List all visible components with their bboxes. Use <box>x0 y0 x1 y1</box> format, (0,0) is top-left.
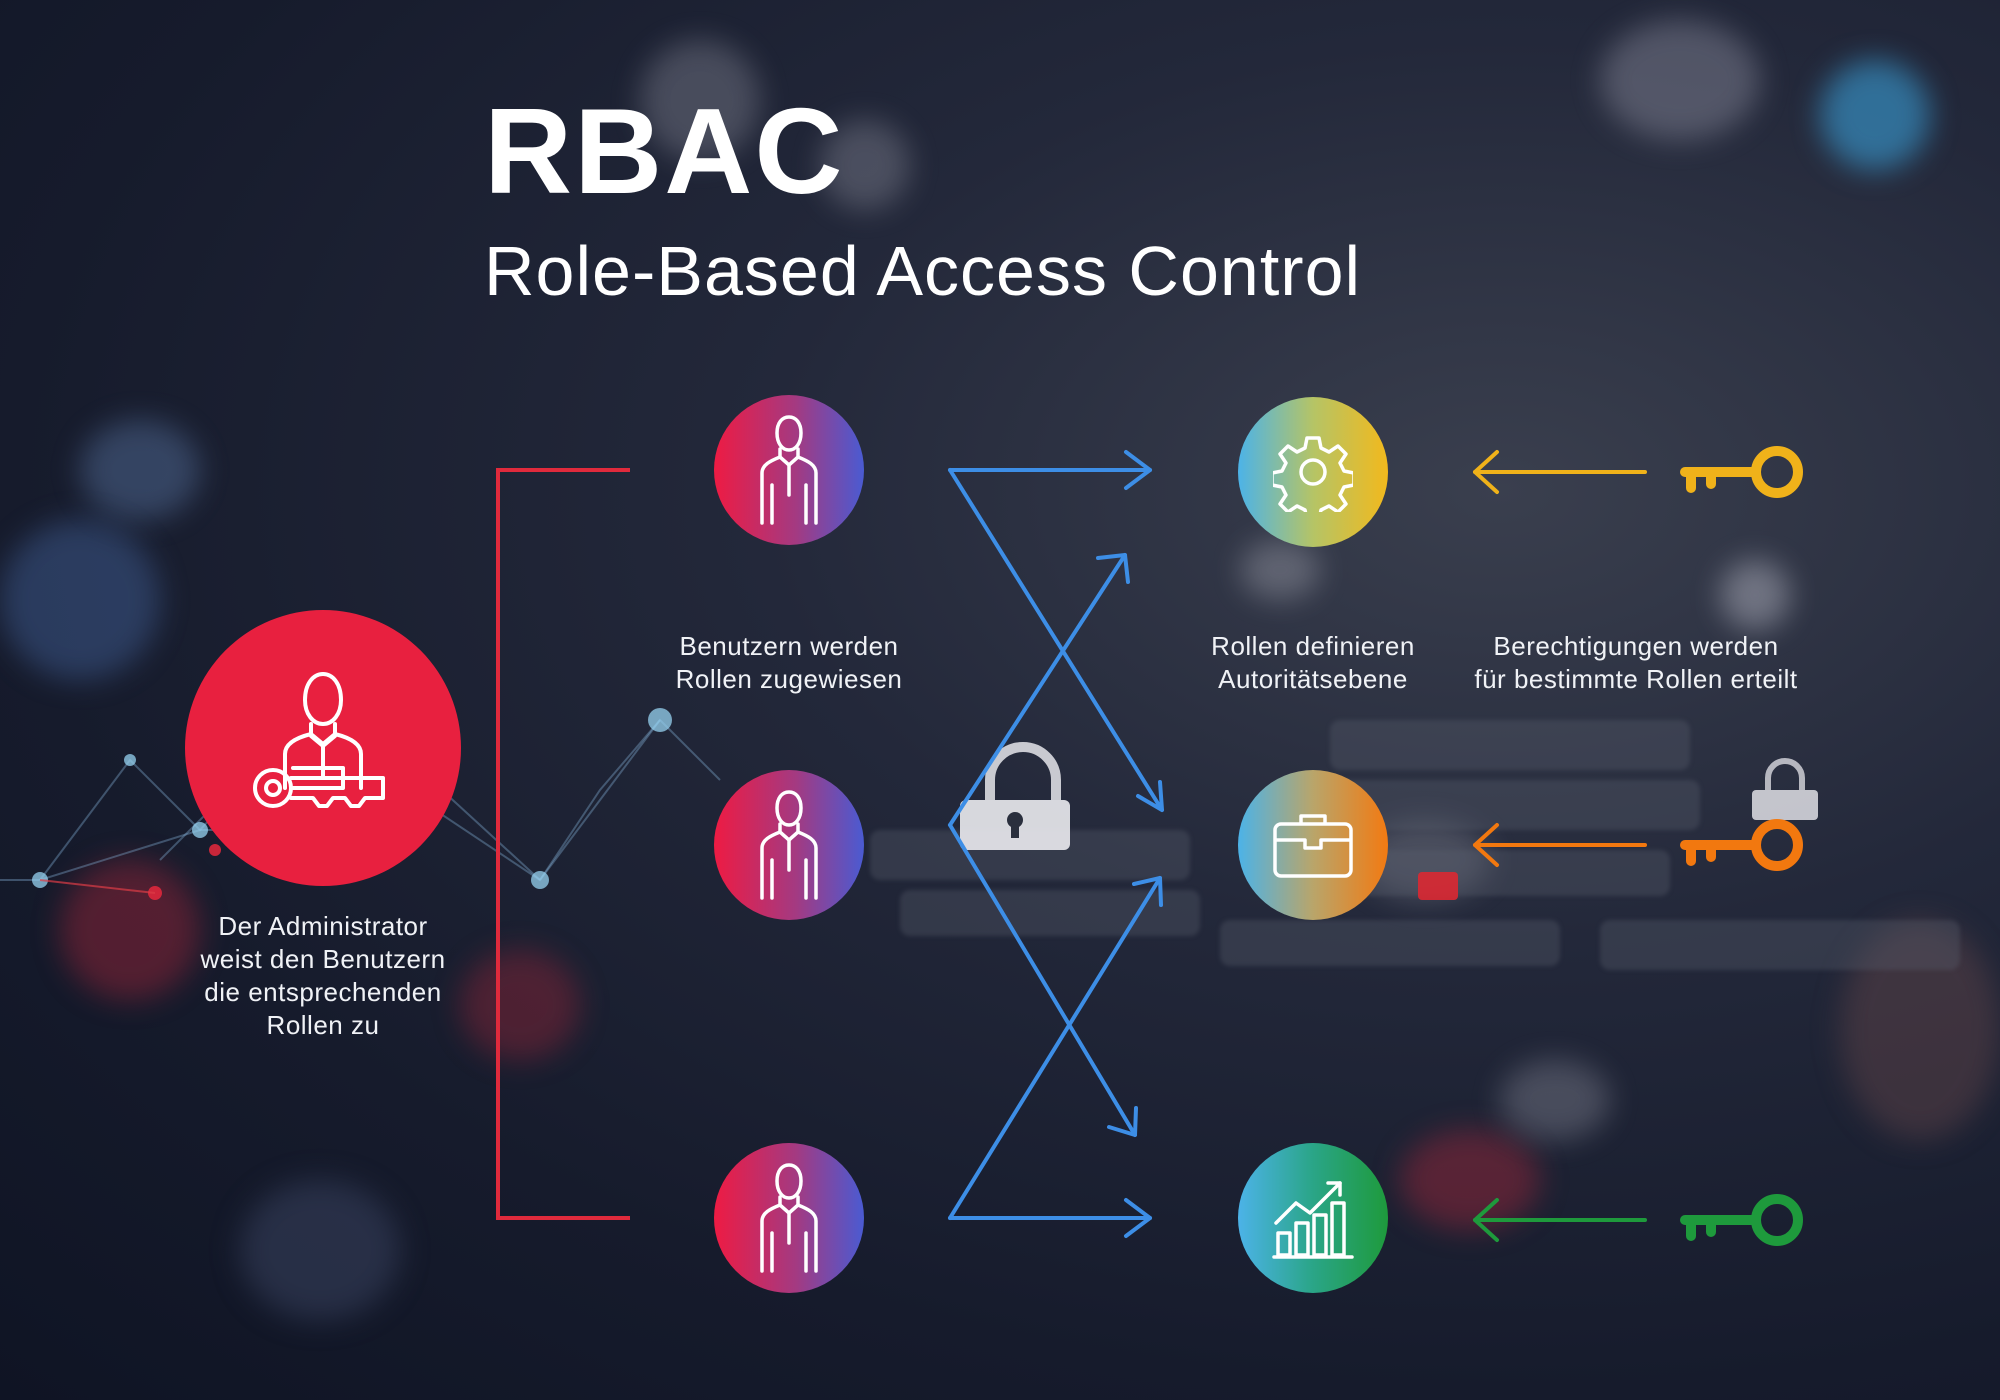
roles-caption: Rollen definieren Autoritätsebene <box>1173 630 1453 696</box>
user-circle <box>714 770 864 920</box>
role-circle-chart <box>1238 1143 1388 1293</box>
page-title: RBAC <box>484 83 845 219</box>
user-icon <box>760 415 818 525</box>
key-icon <box>1680 446 1803 498</box>
administrator-with-key-icon <box>253 672 385 808</box>
roles-caption-line: Rollen definieren <box>1211 631 1415 661</box>
users-caption: Benutzern werden Rollen zugewiesen <box>619 630 959 696</box>
arrow-user1-role2 <box>948 468 1164 812</box>
key-icon <box>1680 819 1803 871</box>
arrow-user2-role1 <box>948 553 1127 827</box>
user-circle <box>714 395 864 545</box>
gear-icon <box>1273 436 1353 512</box>
arrow-user2-role3 <box>948 823 1137 1137</box>
users-caption-line: Benutzern werden <box>679 631 899 661</box>
user-icon <box>760 790 818 900</box>
roles-caption-line: Autoritätsebene <box>1218 664 1408 694</box>
user-circle <box>714 1143 864 1293</box>
page-subtitle: Role-Based Access Control <box>484 232 1362 310</box>
permissions-caption-line: Berechtigungen werden <box>1493 631 1779 661</box>
key-icon <box>1680 1194 1803 1246</box>
administrator-caption-line: die entsprechenden <box>204 977 442 1007</box>
permissions-caption: Berechtigungen werden für bestimmte Roll… <box>1450 630 1822 696</box>
administrator-caption-line: Der Administrator <box>218 911 428 941</box>
briefcase-icon <box>1273 814 1353 878</box>
arrow-user3-role2 <box>948 876 1162 1220</box>
administrator-caption-line: weist den Benutzern <box>200 944 446 974</box>
permissions-caption-line: für bestimmte Rollen erteilt <box>1474 664 1798 694</box>
role-circle-briefcase <box>1238 770 1388 920</box>
user-icon <box>760 1163 818 1273</box>
users-caption-line: Rollen zugewiesen <box>675 664 903 694</box>
growth-chart-icon <box>1272 1181 1354 1259</box>
administrator-circle <box>185 610 461 886</box>
administrator-caption: Der Administrator weist den Benutzern di… <box>163 910 483 1042</box>
role-circle-gear <box>1238 397 1388 547</box>
administrator-caption-line: Rollen zu <box>266 1010 380 1040</box>
admin-bracket <box>496 468 630 1220</box>
